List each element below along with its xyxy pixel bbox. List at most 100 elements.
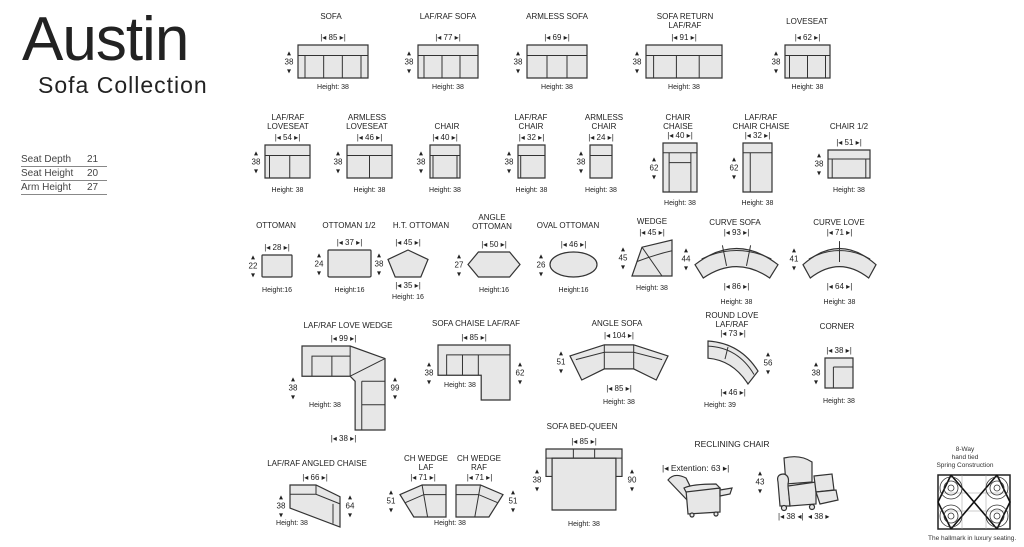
height-note: Height: 38: [432, 84, 464, 91]
bottom-width-dim: |◂ 85 ▸|: [606, 384, 632, 393]
bottom-width-dim: |◂ 38 ▸|: [330, 434, 357, 443]
piece-label-line: LAF/RAF ANGLED CHAISE: [267, 459, 367, 468]
piece-label-line: LAF/RAF: [271, 113, 305, 122]
height-note: Height: 16: [392, 294, 424, 301]
height-note: Height: 38: [668, 84, 700, 91]
recliner-height-dim: ▴43▾: [755, 468, 765, 496]
oval-drawing: [550, 252, 597, 277]
depth-dim: ▴44▾: [681, 245, 691, 273]
piece-label-line: SOFA RETURN: [656, 12, 714, 21]
depth-value: 38: [404, 57, 414, 66]
depth-value: 62: [649, 163, 659, 172]
width-dim: |◂ 85 ▸|: [571, 437, 597, 446]
piece-label-line: ANGLE: [478, 213, 506, 222]
piece-label-line: ANGLE SOFA: [591, 319, 643, 328]
width-dim: |◂ 104 ▸|: [603, 331, 635, 340]
piece-label-line: LAF/RAF: [514, 113, 548, 122]
piece-label: OVAL OTTOMAN: [537, 221, 600, 230]
piece-label-line: OTTOMAN: [256, 221, 296, 230]
width-value: 85: [469, 333, 479, 342]
width-dim: |◂ 32 ▸|: [744, 131, 771, 140]
piece-label-line: ARMLESS: [584, 113, 624, 122]
depth-dim: ▴38▾: [504, 148, 514, 175]
width-dim: |◂ 99 ▸|: [330, 334, 357, 343]
piece-label: SOFA BED-QUEEN: [547, 422, 618, 431]
piece-label: LAF/RAF LOVE WEDGE: [304, 321, 393, 330]
width-dim: |◂ 24 ▸|: [588, 133, 614, 142]
depth-value: 38: [513, 57, 523, 66]
height-note: Height: 38: [271, 187, 304, 194]
width-dim: |◂ 45 ▸|: [395, 238, 421, 247]
depth-value: 26: [536, 260, 546, 269]
piece-label: OTTOMAN 1/2: [322, 221, 375, 230]
roundlove-drawing: [708, 341, 758, 384]
piece-label-line: CH WEDGE: [404, 454, 448, 463]
width-value: 54: [283, 133, 292, 142]
width-dim: |◂ 91 ▸|: [671, 33, 697, 42]
spec-value: 21: [87, 154, 99, 165]
piece-label-line: LOVESEAT: [346, 122, 388, 131]
piece-label-line: OTTOMAN: [472, 222, 512, 231]
width-value: 38: [834, 346, 844, 355]
height-note: Height: 38: [444, 382, 476, 389]
bottom-width-dim: |◂ 64 ▸|: [826, 282, 853, 291]
depth-dim: ▴38▾: [576, 148, 586, 175]
spring-construction-note: 8-Way hand tied Spring Construction: [930, 446, 1000, 470]
depth-dim: ▴38▾: [276, 492, 286, 520]
chairl-drawing: [518, 145, 545, 178]
piece-label-line: SOFA: [320, 12, 342, 21]
depth-value: 38: [771, 57, 781, 66]
depth-dim: ▴51▾: [556, 348, 566, 375]
height-note: Height: 38: [636, 285, 668, 292]
chaise-drawing: [663, 143, 697, 192]
piece-label-line: WEDGE: [636, 217, 668, 226]
depth-value: 38: [576, 157, 586, 166]
depth-value: 27: [454, 260, 464, 269]
bottom-width-dim: |◂ 35 ▸|: [395, 281, 421, 290]
piece-label-line: LAF/RAF: [668, 21, 702, 30]
width-dim: |◂ 40 ▸|: [667, 131, 693, 140]
width-dim: |◂ 69 ▸|: [544, 33, 570, 42]
width-value: 66: [310, 473, 320, 482]
height-note: Height: 38: [823, 299, 856, 306]
depth-dim: ▴62▾: [649, 154, 659, 181]
width-dim: |◂ 46 ▸|: [560, 240, 587, 249]
chair-drawing: [430, 145, 460, 178]
width-dim: |◂ 28 ▸|: [264, 243, 290, 252]
piece-label-line: OVAL OTTOMAN: [536, 221, 600, 230]
height-note: Height: 39: [704, 402, 736, 409]
chair-drawing: [828, 150, 870, 178]
height-note: Height: 38: [791, 84, 824, 91]
height-note: Height: 38: [276, 520, 308, 527]
height-note: Height: 38: [568, 521, 600, 528]
width-value: 40: [675, 131, 685, 140]
height-note: Height:16: [334, 287, 365, 294]
piece-label-line: LAF/RAF SOFA: [419, 12, 477, 21]
spring-line: Spring Construction: [936, 462, 994, 469]
depth-value: 51: [508, 496, 518, 506]
width-value: 71: [418, 473, 428, 482]
recliner-width-dim: ◂ 38 ▸: [808, 512, 830, 521]
bottom-value: 38: [339, 434, 348, 443]
height-note: Height: 38: [429, 187, 461, 194]
piece-label: CURVE LOVE: [813, 218, 864, 227]
height-note: Height:16: [558, 287, 589, 294]
depth-value: 51: [556, 357, 566, 366]
piece-label-line: CHAISE: [663, 122, 693, 131]
depth-value: 38: [424, 368, 434, 377]
piece-label: LOVESEAT: [786, 17, 828, 26]
chaisel-drawing: [743, 143, 772, 192]
recliner-depth-dim: |◂ 38 ◂|: [778, 512, 804, 521]
bottom-value: 86: [732, 282, 741, 291]
curve-drawing: [695, 240, 778, 278]
depth-value: 38: [374, 259, 384, 268]
height-note: Height: 38: [720, 299, 753, 306]
height-note: Height: 38: [515, 187, 548, 194]
depth-dim: ▴38▾: [513, 48, 523, 75]
width-dim: |◂ 45 ▸|: [639, 228, 665, 237]
lwedge-drawing: [302, 346, 385, 430]
